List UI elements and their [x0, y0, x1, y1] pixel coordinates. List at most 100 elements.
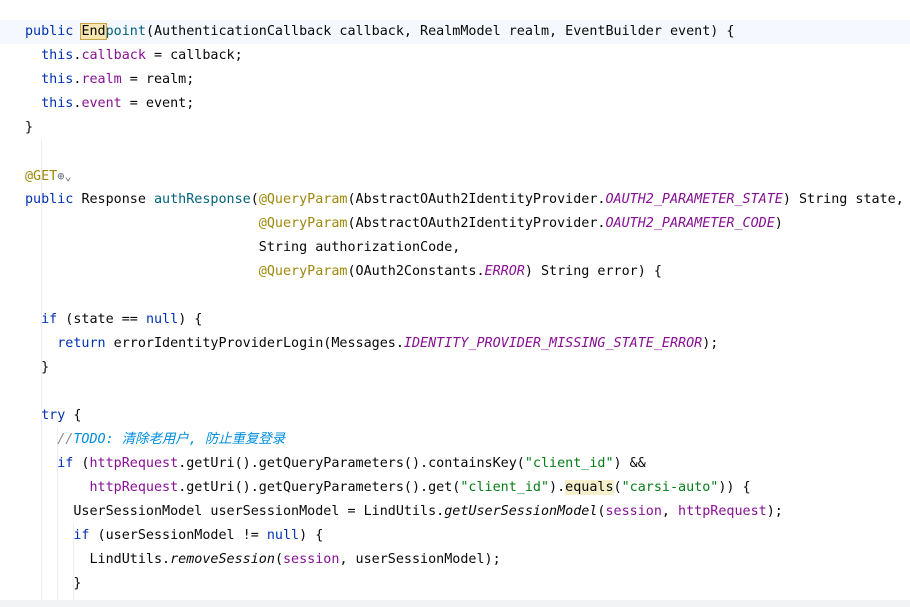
code-token: @GET: [25, 169, 58, 184]
code-token: (userSessionModel !=: [89, 528, 267, 543]
code-line[interactable]: String authorizationCode,: [25, 236, 461, 260]
code-token: = event;: [121, 96, 195, 111]
code-token: (: [274, 552, 283, 567]
code-token: [25, 432, 57, 447]
code-token: .: [73, 72, 82, 87]
code-token: [25, 408, 41, 423]
code-token: [25, 264, 259, 279]
code-token: );: [766, 504, 783, 519]
code-token: //: [57, 432, 74, 447]
code-token: }: [25, 360, 50, 375]
code-token: [25, 312, 41, 327]
code-token: null: [145, 312, 179, 327]
code-token: , userSessionModel);: [339, 552, 501, 567]
code-token: }: [25, 576, 82, 591]
code-token: this: [41, 72, 74, 87]
code-token: httpRequest: [89, 480, 179, 495]
code-token: ) {: [178, 312, 203, 327]
code-token: ) String error) {: [524, 264, 662, 279]
code-token: try: [41, 408, 66, 423]
code-token: errorIdentityProviderLogin(Messages.: [105, 336, 404, 351]
code-token: this: [41, 96, 74, 111]
code-line[interactable]: this.callback = callback;: [25, 44, 243, 68]
code-token: ) {: [299, 528, 324, 543]
code-token: return: [57, 336, 106, 351]
code-token: OAUTH2_PARAMETER_CODE: [605, 216, 775, 231]
indent-guide: [57, 428, 58, 600]
code-token: String authorizationCode,: [258, 240, 461, 255]
code-token: if: [73, 528, 90, 543]
code-token: ) String state,: [782, 192, 904, 207]
code-token: if: [57, 456, 74, 471]
code-token: authResponse: [154, 192, 251, 207]
code-token: httpRequest: [89, 456, 179, 471]
code-line[interactable]: UserSessionModel userSessionModel = Lind…: [25, 500, 783, 524]
horizontal-scrollbar[interactable]: [0, 600, 910, 607]
code-token: [25, 480, 90, 495]
code-token: httpRequest: [678, 504, 767, 519]
code-token: [25, 336, 57, 351]
code-token: session: [605, 504, 662, 519]
code-token: (: [250, 192, 259, 207]
code-line[interactable]: //TODO: 清除老用户, 防止重复登录: [25, 428, 285, 452]
code-token: [25, 48, 41, 63]
code-token: IDENTITY_PROVIDER_MISSING_STATE_ERROR: [403, 336, 703, 351]
code-token: "client_id": [524, 456, 614, 471]
code-line[interactable]: }: [25, 572, 81, 596]
code-line[interactable]: try {: [25, 404, 81, 428]
code-line[interactable]: @QueryParam(OAuth2Constants.ERROR) Strin…: [25, 260, 662, 284]
code-token: [25, 216, 259, 231]
code-line[interactable]: LindUtils.removeSession(session, userSes…: [25, 548, 501, 572]
code-token: [25, 504, 73, 519]
code-token: public: [25, 192, 82, 207]
code-token: "carsi-auto": [621, 480, 719, 495]
code-token: removeSession: [170, 552, 275, 567]
code-token: @QueryParam: [258, 264, 348, 279]
code-token: UserSessionModel userSessionModel = Lind…: [73, 504, 445, 519]
code-token: LindUtils.: [89, 552, 171, 567]
code-line[interactable]: return errorIdentityProviderLogin(Messag…: [25, 332, 718, 356]
code-line[interactable]: this.event = event;: [25, 92, 194, 116]
code-line[interactable]: public Endpoint(AuthenticationCallback c…: [25, 20, 734, 44]
code-token: (state ==: [57, 312, 146, 327]
code-token: @QueryParam: [258, 216, 348, 231]
code-token: ,: [661, 504, 679, 519]
indent-guide: [73, 524, 74, 600]
code-token: (AuthenticationCallback callback, RealmM…: [145, 24, 735, 39]
code-line[interactable]: @QueryParam(AbstractOAuth2IdentityProvid…: [25, 212, 783, 236]
code-token: Response: [81, 192, 154, 207]
code-token: event: [81, 96, 122, 111]
code-token: point: [105, 24, 146, 39]
code-line[interactable]: @GET⊕⌄: [25, 164, 72, 188]
code-token: equals: [565, 480, 614, 495]
code-token: realm: [81, 72, 122, 87]
code-line[interactable]: if (userSessionModel != null) {: [25, 524, 323, 548]
code-line[interactable]: httpRequest.getUri().getQueryParameters(…: [25, 476, 751, 500]
code-token: (: [73, 456, 90, 471]
code-line[interactable]: if (state == null) {: [25, 308, 202, 332]
code-token: OAUTH2_PARAMETER_STATE: [605, 192, 783, 207]
code-token: (OAuth2Constants.: [347, 264, 485, 279]
code-line[interactable]: this.realm = realm;: [25, 68, 194, 92]
code-token: @QueryParam: [258, 192, 348, 207]
code-token: )) {: [718, 480, 751, 495]
code-token: ).: [549, 480, 566, 495]
code-token: [25, 72, 41, 87]
code-token: ) &&: [613, 456, 646, 471]
code-token: End: [80, 23, 107, 40]
web-endpoint-icon[interactable]: ⊕⌄: [57, 169, 72, 183]
code-token: [25, 528, 73, 543]
code-token: [25, 552, 90, 567]
code-token: .getUri().getQueryParameters().containsK…: [178, 456, 525, 471]
code-line[interactable]: }: [25, 116, 33, 140]
code-line[interactable]: public Response authResponse(@QueryParam…: [25, 188, 904, 212]
code-token: "client_id": [460, 480, 550, 495]
code-token: {: [65, 408, 82, 423]
code-line[interactable]: }: [25, 356, 49, 380]
code-token: getUserSessionModel: [444, 504, 598, 519]
code-token: TODO: 清除老用户, 防止重复登录: [73, 432, 286, 447]
code-line[interactable]: if (httpRequest.getUri().getQueryParamet…: [25, 452, 646, 476]
code-token: ERROR: [484, 264, 525, 279]
code-token: [25, 456, 57, 471]
